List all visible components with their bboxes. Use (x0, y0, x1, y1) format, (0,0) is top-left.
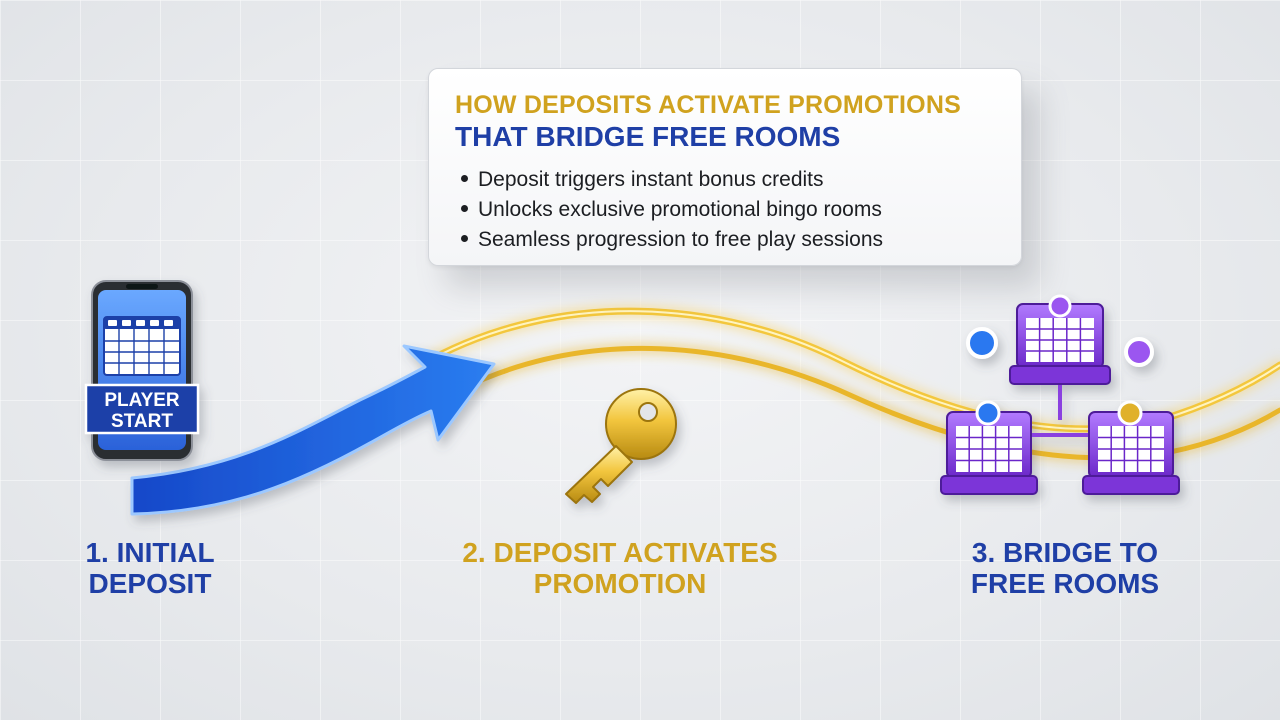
card-title-line2: THAT BRIDGE FREE ROOMS (455, 121, 841, 152)
bingo-room-left (940, 400, 1038, 495)
card-bullet-item: Deposit triggers instant bonus credits (455, 165, 995, 195)
bingo-room-top (1009, 294, 1111, 385)
bullet-icon (461, 175, 468, 183)
card-bullet-list: Deposit triggers instant bonus credits U… (455, 165, 995, 255)
key-icon (565, 388, 677, 504)
bingo-rooms-network-icon (940, 294, 1180, 495)
card-bullet-text: Unlocks exclusive promotional bingo room… (478, 198, 882, 221)
card-title-line1: HOW DEPOSITS ACTIVATE PROMOTIONS (455, 91, 961, 119)
phone-icon: PLAYER START (84, 280, 200, 461)
card-bullet-text: Deposit triggers instant bonus credits (478, 168, 824, 191)
bullet-icon (461, 235, 468, 243)
gold-bridge-path (426, 307, 1280, 461)
floating-blue-token-icon (966, 327, 998, 359)
step-1-label: 1. INITIAL DEPOSIT (60, 537, 240, 599)
player-badge-line2: START (111, 411, 173, 432)
floating-purple-token-icon (1124, 337, 1154, 367)
step-2-label-line1: 2. DEPOSIT ACTIVATES (462, 537, 778, 568)
step-1-label-line2: DEPOSIT (88, 568, 212, 599)
player-badge-line1: PLAYER (104, 390, 180, 411)
step-1-label-line1: 1. INITIAL (85, 537, 215, 568)
card-bullet-item: Seamless progression to free play sessio… (455, 225, 995, 255)
step-3-label-line2: FREE ROOMS (970, 568, 1160, 599)
info-card: HOW DEPOSITS ACTIVATE PROMOTIONS THAT BR… (428, 68, 1022, 266)
bingo-room-right (1082, 400, 1180, 495)
step-2-label-line2: PROMOTION (533, 568, 707, 599)
step-3-label-line1: 3. BRIDGE TO (971, 537, 1159, 568)
card-bullet-text: Seamless progression to free play sessio… (478, 228, 884, 251)
step-2-label: 2. DEPOSIT ACTIVATES PROMOTION (430, 537, 810, 599)
bullet-icon (461, 205, 468, 213)
bingo-card-icon (103, 316, 181, 376)
step-3-label: 3. BRIDGE TO FREE ROOMS (940, 537, 1190, 599)
progress-arrow-icon (130, 344, 496, 516)
card-bullet-item: Unlocks exclusive promotional bingo room… (455, 195, 995, 225)
